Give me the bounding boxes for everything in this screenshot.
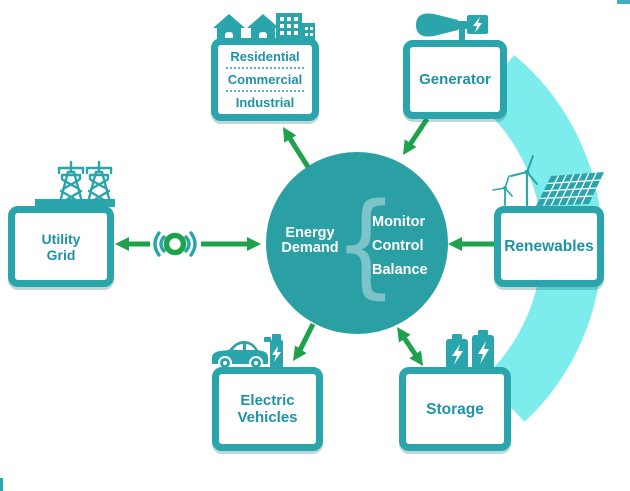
storage-label: Storage bbox=[426, 400, 484, 418]
arrow-to-residential bbox=[283, 127, 311, 169]
arrow-utility-grid-bidirectional bbox=[115, 237, 261, 251]
functions-list: Monitor Control Balance bbox=[372, 214, 428, 278]
solar-panel-icon bbox=[536, 172, 604, 206]
arrow-to-electric-vehicles bbox=[293, 322, 316, 361]
wind-turbines-and-solar-panel-icon bbox=[492, 155, 604, 207]
battery-icon bbox=[472, 330, 494, 369]
wireless-signal-icon bbox=[153, 231, 197, 257]
arrow-from-generator bbox=[403, 117, 430, 155]
transmission-tower-icon bbox=[57, 160, 85, 208]
building-windows bbox=[280, 17, 313, 36]
signal-wave bbox=[153, 231, 161, 257]
energy-demand-circle bbox=[266, 152, 448, 334]
turbine-generator-icon bbox=[416, 13, 488, 42]
house-roof-icon bbox=[247, 14, 279, 28]
control-label: Control bbox=[372, 238, 424, 254]
utility-grid-box: Utility Grid bbox=[8, 206, 114, 287]
transmission-tower-icon bbox=[85, 160, 113, 208]
towers-ground-bar bbox=[35, 199, 115, 207]
residential-commercial-industrial-box: Residential Commercial Industrial bbox=[211, 38, 319, 121]
electric-vehicles-box: Electric Vehicles bbox=[212, 367, 323, 451]
batteries-icon bbox=[446, 330, 494, 369]
car-window bbox=[233, 344, 243, 350]
lightning-bolt-icon bbox=[478, 341, 489, 364]
lightning-bolt-icon bbox=[452, 344, 463, 365]
utility-grid-label: Utility Grid bbox=[41, 230, 81, 263]
transmission-towers-icon bbox=[35, 160, 115, 208]
battery-icon bbox=[446, 334, 468, 369]
generator-box: Generator bbox=[403, 40, 507, 119]
wind-turbine-icon bbox=[492, 155, 538, 207]
house-roof-icon bbox=[213, 14, 245, 28]
monitor-label: Monitor bbox=[372, 214, 426, 230]
arrow-storage-bidirectional bbox=[397, 327, 423, 366]
houses-and-building-icon bbox=[213, 13, 315, 40]
top-right-sliver bbox=[617, 0, 630, 4]
car-window bbox=[246, 344, 255, 350]
lightning-bolt-icon bbox=[473, 17, 482, 33]
arrow-from-renewables bbox=[448, 237, 496, 251]
dotted-divider bbox=[226, 67, 304, 69]
energy-demand-label: Energy Demand bbox=[281, 225, 339, 256]
lightning-bolt-icon bbox=[272, 346, 281, 362]
storage-box: Storage bbox=[399, 367, 511, 451]
signal-wave bbox=[159, 235, 166, 253]
bottom-left-sliver bbox=[0, 478, 3, 491]
industrial-label: Industrial bbox=[235, 95, 295, 110]
balance-label: Balance bbox=[372, 262, 428, 278]
renewables-box: Renewables bbox=[494, 206, 604, 287]
dotted-divider bbox=[226, 90, 304, 92]
generator-label: Generator bbox=[419, 71, 491, 88]
residential-label: Residential bbox=[230, 49, 300, 64]
electric-car-icon bbox=[212, 341, 268, 370]
renewables-label: Renewables bbox=[504, 238, 594, 255]
electric-car-and-charger-icon bbox=[212, 334, 283, 370]
signal-wave bbox=[189, 231, 197, 257]
electric-vehicles-label: Electric Vehicles bbox=[237, 392, 298, 426]
arrows bbox=[115, 117, 496, 366]
curly-brace: { bbox=[334, 178, 398, 310]
charging-station-icon bbox=[264, 334, 283, 368]
commercial-label: Commercial bbox=[227, 72, 303, 87]
signal-wave bbox=[184, 235, 191, 253]
